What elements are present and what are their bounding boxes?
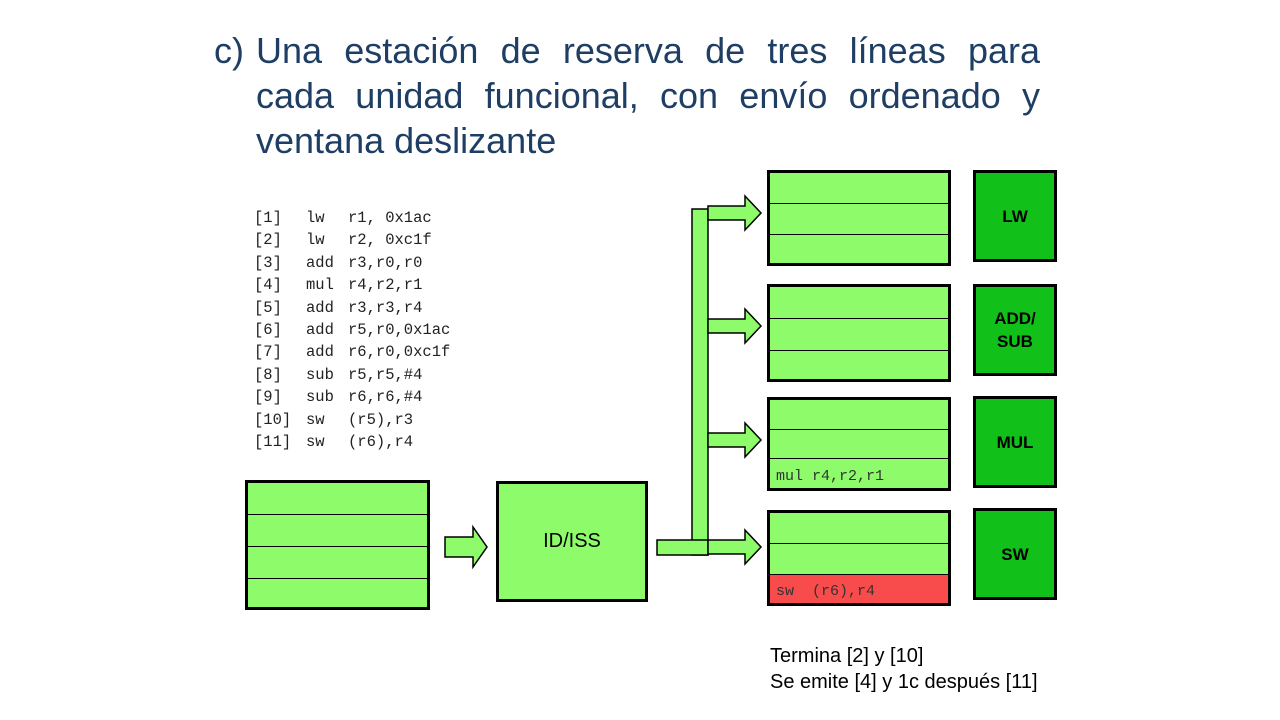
issue-stage-label: ID/ISS — [543, 530, 601, 552]
code-line: [7] add r6,r0,0xc1f — [254, 341, 450, 363]
rs-row — [770, 203, 948, 234]
title-line: ventana deslizante — [256, 120, 557, 161]
code-opcode: sub — [306, 365, 334, 384]
rs-row-mul: mul r4,r2,r1 — [770, 458, 948, 488]
unit-lw: LW — [973, 170, 1057, 262]
caption-line: Se emite [4] y 1c después [11] — [770, 671, 1038, 693]
code-line: [1] lw r1, 0x1ac — [254, 207, 450, 229]
code-operands: r2, 0xc1f — [348, 231, 432, 250]
code-index: [2] — [254, 231, 282, 250]
code-opcode: lw — [306, 209, 325, 227]
code-operands: r4,r2,r1 — [348, 276, 423, 295]
caption: Termina [2] y [10] Se emite [4] y 1c des… — [770, 643, 1038, 695]
code-index: [5] — [254, 298, 282, 317]
code-operands: r5,r5,#4 — [348, 365, 423, 384]
code-line: [9] sub r6,r6,#4 — [254, 386, 450, 408]
title-marker: c) — [214, 30, 244, 71]
arrow-to-lw-station — [707, 194, 763, 232]
unit-mul: MUL — [973, 396, 1057, 488]
reservation-station-sw: sw (r6),r4 — [767, 510, 951, 606]
rs-row — [770, 350, 948, 379]
instruction-window-row — [248, 578, 427, 610]
code-index: [10] — [254, 410, 292, 429]
rs-row-highlighted: sw (r6),r4 — [770, 574, 948, 603]
reservation-station-addsub — [767, 284, 951, 382]
arrow-to-sw-station — [707, 528, 763, 566]
arrow-to-addsub-station — [707, 307, 763, 345]
code-index: [8] — [254, 365, 282, 384]
caption-line: Termina [2] y [10] — [770, 645, 924, 667]
code-operands: r3,r0,r0 — [348, 253, 423, 272]
code-operands: r3,r3,r4 — [348, 298, 423, 317]
code-opcode: sub — [306, 388, 334, 407]
code-line: [4] mul r4,r2,r1 — [254, 274, 450, 296]
code-operands: r1, 0x1ac — [348, 209, 432, 227]
code-opcode: sw — [306, 410, 325, 429]
instruction-listing: [1] lw r1, 0x1ac [2] lw r2, 0xc1f [3] add r3,r0,… — [254, 207, 450, 453]
code-index: [3] — [254, 253, 282, 272]
code-opcode: lw — [306, 231, 325, 250]
code-line: [11] sw (r6),r4 — [254, 431, 450, 453]
code-opcode: add — [306, 343, 334, 362]
code-line: [2] lw r2, 0xc1f — [254, 229, 450, 251]
code-operands: (r5),r3 — [348, 410, 414, 429]
code-line: [5] add r3,r3,r4 — [254, 297, 450, 319]
code-opcode: sw — [306, 432, 325, 451]
code-operands: r5,r0,0x1ac — [348, 320, 451, 339]
code-line: [10] sw (r5),r3 — [254, 409, 450, 431]
title-line: cada unidad funcional, con envío ordenad… — [256, 75, 1040, 116]
reservation-station-lw — [767, 170, 951, 266]
code-operands: r6,r0,0xc1f — [348, 343, 451, 362]
unit-sw: SW — [973, 508, 1057, 600]
code-opcode: add — [306, 253, 334, 272]
instruction-window — [245, 480, 430, 610]
reservation-station-mul: mul r4,r2,r1 — [767, 397, 951, 491]
code-operands: (r6),r4 — [348, 432, 414, 451]
code-line: [6] add r5,r0,0x1ac — [254, 319, 450, 341]
title-text: Una estación de reserva de tres líneas p… — [256, 28, 1040, 163]
code-line: [8] sub r5,r5,#4 — [254, 364, 450, 386]
rs-row — [770, 318, 948, 350]
code-index: [7] — [254, 343, 282, 362]
instruction-window-row — [248, 514, 427, 546]
arrow-window-to-iss — [444, 524, 488, 570]
instruction-window-row — [248, 546, 427, 578]
code-opcode: add — [306, 298, 334, 317]
dispatch-bus — [691, 208, 709, 556]
code-opcode: mul — [306, 276, 334, 295]
issue-stage: ID/ISS — [496, 481, 648, 602]
code-opcode: add — [306, 320, 334, 339]
arrow-to-mul-station — [707, 421, 763, 459]
title-line: Una estación de reserva de tres líneas p… — [256, 30, 1040, 71]
code-index: [11] — [254, 432, 292, 451]
code-operands: r6,r6,#4 — [348, 388, 423, 407]
rs-row — [770, 234, 948, 263]
rs-row — [770, 429, 948, 458]
unit-addsub: ADD/ SUB — [973, 284, 1057, 376]
code-index: [6] — [254, 320, 282, 339]
code-index: [1] — [254, 209, 282, 227]
arrow-iss-to-bus — [656, 539, 709, 556]
rs-row — [770, 543, 948, 574]
code-index: [4] — [254, 276, 282, 295]
code-line: [3] add r3,r0,r0 — [254, 252, 450, 274]
code-index: [9] — [254, 388, 282, 407]
